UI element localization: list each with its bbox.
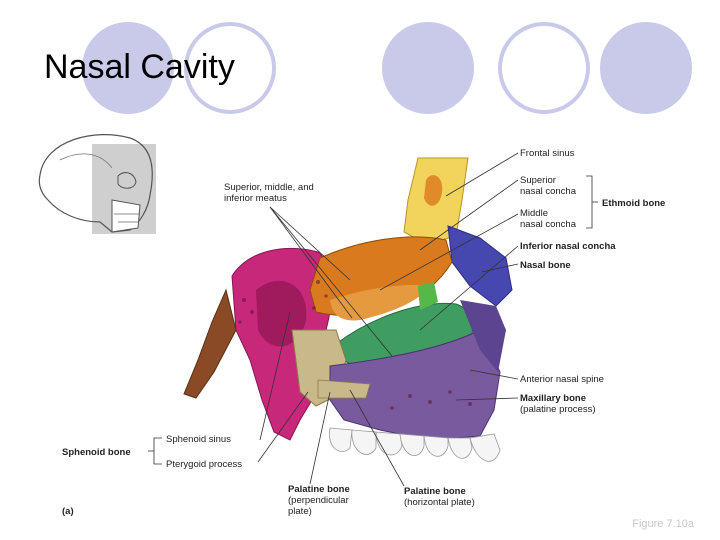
label-anterior-spine: Anterior nasal spine [520, 374, 604, 385]
label-sphenoid-bone: Sphenoid bone [62, 447, 131, 458]
label-meatus-1: Superior, middle, and [224, 182, 314, 193]
figure-note: Figure 7.10a [632, 518, 694, 530]
label-meatus-2: inferior meatus [224, 193, 287, 204]
diagram-labels: Frontal sinus Superior nasal concha Midd… [62, 148, 665, 517]
label-sphenoid-sinus: Sphenoid sinus [166, 434, 231, 445]
label-ethmoid-bone: Ethmoid bone [602, 198, 665, 209]
label-palatine-horiz-2: (horizontal plate) [404, 497, 475, 508]
skull-thumbnail [38, 134, 156, 234]
label-palatine-perp-2: (perpendicular [288, 495, 349, 506]
label-palatine-perp-1: Palatine bone [288, 484, 350, 495]
label-pterygoid: Pterygoid process [166, 459, 242, 470]
label-superior-concha-1: Superior [520, 175, 556, 186]
bone-texture [238, 280, 472, 410]
decor-circle-2 [184, 22, 276, 114]
label-inferior-concha: Inferior nasal concha [520, 241, 616, 252]
leader-lines [148, 152, 598, 487]
panel-letter: (a) [62, 506, 74, 517]
label-middle-concha-1: Middle [520, 208, 548, 219]
decor-circle-3 [382, 22, 474, 114]
decor-circle-5 [600, 22, 692, 114]
decor-circle-4 [498, 22, 590, 114]
nasal-anatomy [183, 157, 513, 462]
label-palatine-horiz-1: Palatine bone [404, 486, 466, 497]
slide-title: Nasal Cavity [44, 48, 235, 86]
label-nasal-bone: Nasal bone [520, 260, 571, 271]
teeth [328, 427, 501, 462]
label-superior-concha-2: nasal concha [520, 186, 577, 197]
nasal-bone-shape [447, 225, 513, 307]
palatine-horizontal-shape [317, 379, 371, 399]
label-maxillary-2: (palatine process) [520, 404, 596, 415]
label-palatine-perp-3: plate) [288, 506, 312, 517]
label-frontal-sinus: Frontal sinus [520, 148, 575, 159]
label-maxillary-1: Maxillary bone [520, 393, 586, 404]
label-middle-concha-2: nasal concha [520, 219, 577, 230]
decor-circle-1 [82, 22, 174, 114]
